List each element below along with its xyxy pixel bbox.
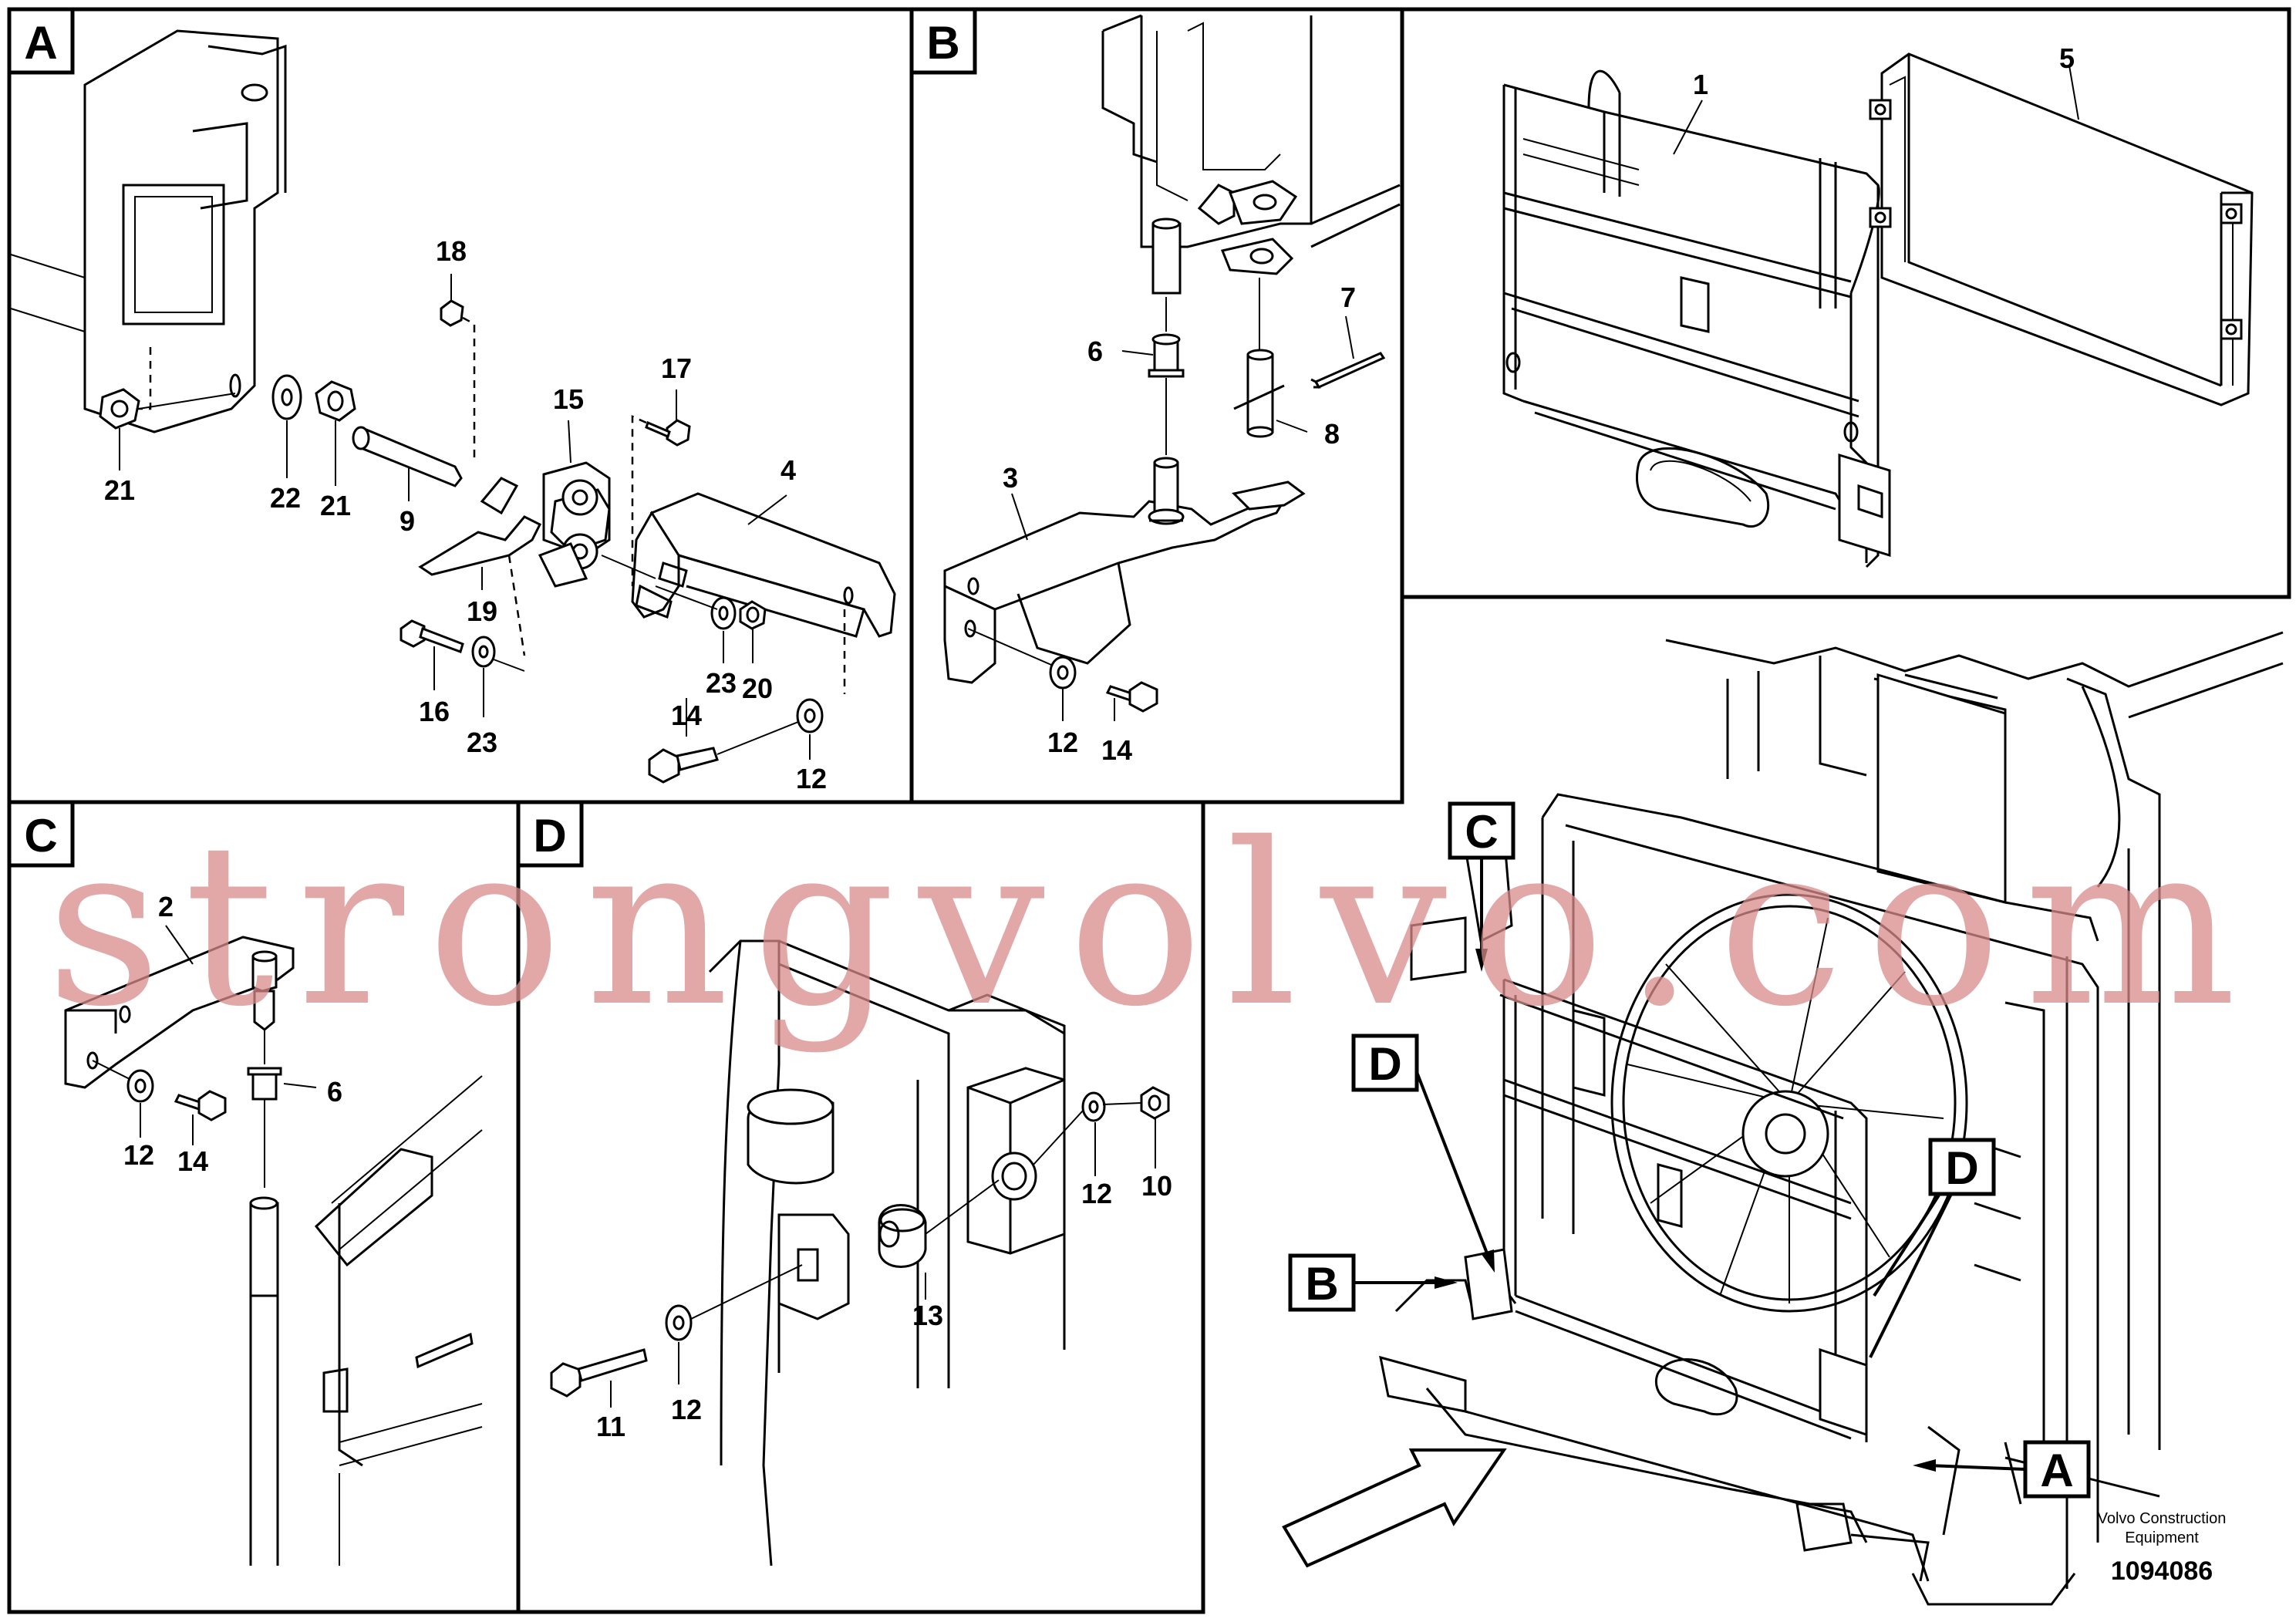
callout-b-12: 12 <box>1047 727 1078 758</box>
callout-c-12: 12 <box>123 1139 154 1171</box>
marker-d-left: D <box>1351 1034 1495 1273</box>
svg-text:A: A <box>2040 1445 2073 1496</box>
callout-b-6: 6 <box>1087 336 1103 367</box>
callout-d-13: 13 <box>912 1300 943 1331</box>
brand-line-1: Volvo Construction <box>2098 1510 2227 1527</box>
callout-d-11: 11 <box>596 1411 625 1442</box>
callout-d-12-left: 12 <box>671 1394 702 1425</box>
marker-c: C <box>1448 801 1515 972</box>
callout-a-9: 9 <box>400 505 415 537</box>
callout-a-21-left: 21 <box>104 474 135 506</box>
callout-a-16: 16 <box>419 696 450 727</box>
svg-text:C: C <box>24 810 57 862</box>
panel-d-frame <box>516 800 1205 1614</box>
view-direction-arrow <box>1282 1448 1507 1568</box>
callout-overview-5: 5 <box>2059 42 2075 74</box>
marker-d-right: D <box>1869 1138 1996 1358</box>
callout-a-23-right: 23 <box>706 667 737 699</box>
callout-c-6: 6 <box>327 1076 342 1108</box>
svg-text:D: D <box>1945 1142 1978 1194</box>
callout-c-2: 2 <box>158 891 174 922</box>
callout-a-15: 15 <box>553 383 584 415</box>
panel-a-drawing <box>10 29 896 784</box>
callout-a-17: 17 <box>661 352 692 384</box>
callout-a-23-left: 23 <box>467 727 497 758</box>
panel-b-drawing <box>943 14 1401 721</box>
panel-label-d: D <box>516 800 584 868</box>
callout-d-10: 10 <box>1141 1170 1172 1202</box>
svg-text:B: B <box>1305 1258 1338 1310</box>
callout-overview-1: 1 <box>1693 69 1708 100</box>
callout-a-22: 22 <box>270 482 301 514</box>
callout-a-18: 18 <box>436 235 467 267</box>
panel-label-a: A <box>7 7 75 75</box>
callout-a-14: 14 <box>671 700 702 731</box>
part-number: 1094086 <box>2111 1556 2213 1586</box>
brand-line-2: Equipment <box>2125 1529 2199 1546</box>
callout-a-12: 12 <box>796 763 827 794</box>
callout-a-4: 4 <box>781 454 796 486</box>
marker-b: B <box>1288 1253 1458 1312</box>
svg-text:C: C <box>1465 806 1498 858</box>
panel-label-b: B <box>909 7 977 75</box>
panel-a-frame <box>7 7 914 804</box>
marker-a: A <box>1913 1440 2091 1499</box>
callout-c-14: 14 <box>177 1145 208 1177</box>
svg-text:B: B <box>926 17 959 69</box>
callout-d-12-right: 12 <box>1081 1178 1112 1209</box>
panel-overview-drawing <box>1502 52 2254 568</box>
svg-text:D: D <box>533 810 566 862</box>
callout-a-19: 19 <box>467 595 497 627</box>
panel-overview-frame <box>1400 7 2291 599</box>
callout-a-20: 20 <box>742 673 773 704</box>
panel-c-drawing <box>64 925 483 1566</box>
svg-text:D: D <box>1368 1038 1401 1090</box>
machine-assembly-drawing <box>1379 631 2284 1606</box>
callout-b-3: 3 <box>1003 462 1018 494</box>
panel-label-c: C <box>7 800 75 868</box>
svg-text:A: A <box>24 17 57 69</box>
callout-b-7: 7 <box>1340 282 1356 313</box>
callout-b-14: 14 <box>1101 734 1132 766</box>
callout-a-21-right: 21 <box>320 490 351 521</box>
callout-b-8: 8 <box>1324 418 1340 450</box>
panel-d-drawing <box>550 939 1170 1566</box>
watermark: strongvolvo.com <box>46 796 2260 1056</box>
